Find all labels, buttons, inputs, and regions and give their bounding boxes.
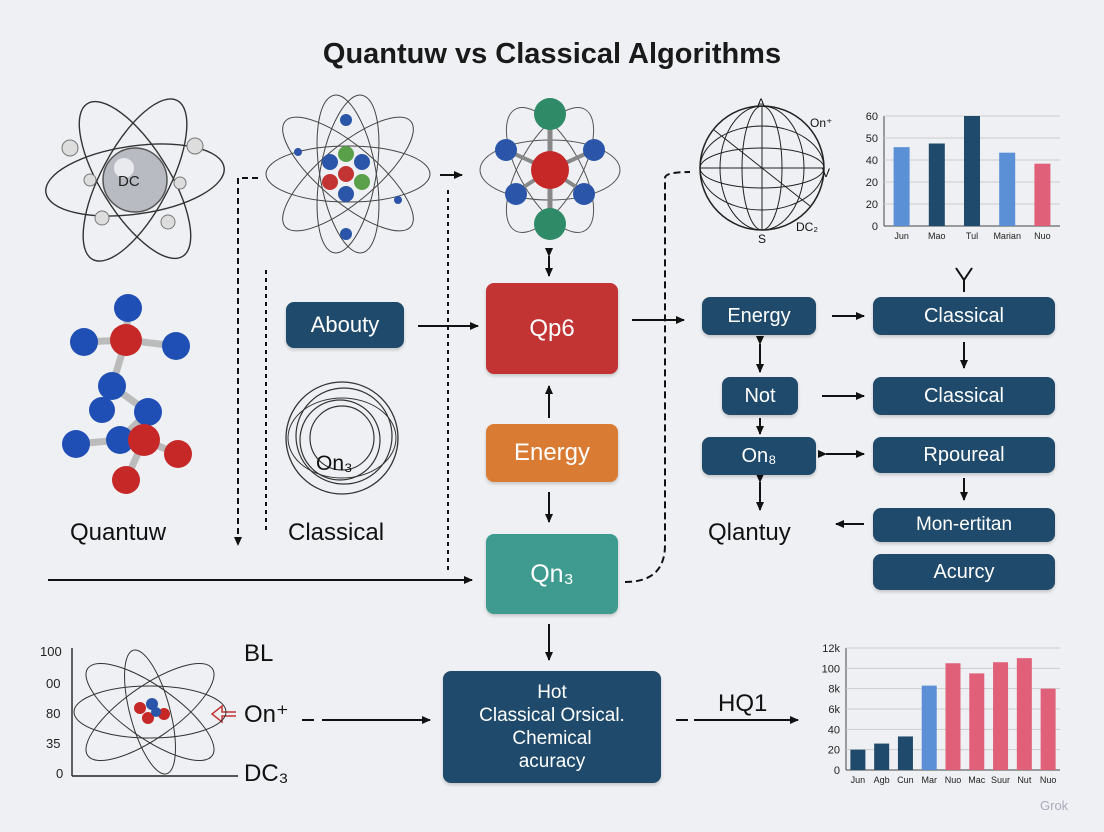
page-title: Quantuw vs Classical Algorithms <box>322 38 782 70</box>
bar <box>850 749 866 770</box>
dc3-label: DC₃ <box>244 760 289 787</box>
energy-box-right[interactable]: Energy <box>702 297 816 335</box>
x-tick-label: Cun <box>897 775 914 785</box>
bar <box>964 116 980 226</box>
hot-line-2: Classical Orsical. <box>479 705 625 726</box>
bar <box>893 147 910 226</box>
classical-box-1[interactable]: Classical <box>873 297 1055 335</box>
bar <box>993 662 1009 770</box>
y-tick-label: 60 <box>866 111 878 123</box>
y-tick-label: 20 <box>866 199 878 211</box>
hot-line-3: Chemical <box>512 728 592 749</box>
x-tick-label: Nuo <box>945 775 962 785</box>
sphere-label-s: S <box>758 232 767 246</box>
bar <box>945 663 961 770</box>
y-tick-label: 100 <box>822 663 840 675</box>
qp6-box[interactable]: Qp6 <box>486 283 618 374</box>
y-tick-label: 0 <box>834 765 840 777</box>
x-tick-label: Marian <box>993 231 1021 241</box>
qlantuy-label: Qlantuy <box>708 519 791 546</box>
hot-line-4: acuracy <box>518 751 586 772</box>
watermark: Grok <box>1040 798 1069 813</box>
x-tick-label: Suur <box>991 775 1010 785</box>
bar <box>969 673 985 770</box>
rpoureal-box[interactable]: Rpoureal <box>873 437 1055 473</box>
acurcy-box[interactable]: Acurcy <box>873 554 1055 590</box>
small-atom-plot <box>71 648 238 777</box>
mon-ertitan-box[interactable]: Mon-ertitan <box>873 508 1055 542</box>
quantuw-label: Quantuw <box>70 519 167 546</box>
energy-box-center[interactable]: Energy <box>486 424 618 482</box>
y-tick-label: 12k <box>822 643 840 655</box>
bl-tick-2: 80 <box>46 706 61 721</box>
y-tick-label: 40 <box>866 155 878 167</box>
x-tick-label: Mac <box>968 775 986 785</box>
sphere-label-on: On⁺ <box>810 116 833 130</box>
x-tick-label: Agb <box>874 775 890 785</box>
on-plus-label: On⁺ <box>244 701 289 728</box>
abouty-box[interactable]: Abouty <box>286 302 404 348</box>
y-tick-label: 20 <box>866 177 878 189</box>
sphere-label-dc2: DC₂ <box>796 220 818 234</box>
sphere-wireframe <box>699 105 825 231</box>
orbit-rings-illustration <box>285 381 399 495</box>
classical-label: Classical <box>288 519 385 546</box>
not-box[interactable]: Not <box>722 377 798 415</box>
classical-box-2[interactable]: Classical <box>873 377 1055 415</box>
y-tick-label: 20 <box>828 745 840 757</box>
bl-tick-4: 0 <box>56 766 64 781</box>
bar <box>999 152 1016 226</box>
atom-illustration-top-left: DC <box>45 98 225 262</box>
bar <box>897 736 913 770</box>
on3-label: On₃ <box>316 452 353 475</box>
y-tick-label: 40 <box>828 724 840 736</box>
bar <box>1034 163 1051 226</box>
bar <box>921 685 937 770</box>
hot-classical-box[interactable]: Hot Classical Orsical. Chemical acuracy <box>443 671 661 783</box>
bar <box>928 143 945 226</box>
bar <box>1040 688 1056 770</box>
bl-tick-3: 35 <box>46 736 61 751</box>
y-tick-label: 0 <box>872 221 878 233</box>
x-tick-label: Tul <box>966 231 978 241</box>
sphere-label-v: V <box>822 166 831 180</box>
x-tick-label: Jun <box>851 775 866 785</box>
x-tick-label: Nut <box>1017 775 1032 785</box>
x-tick-label: Mao <box>928 231 946 241</box>
y-tick-label: 8k <box>828 684 840 696</box>
y-tick-label: 6k <box>828 704 840 716</box>
molecule-illustration-top <box>479 98 621 240</box>
nucleus-atom-illustration <box>265 94 431 254</box>
bar <box>1016 658 1032 770</box>
y-tick-label: 50 <box>866 133 878 145</box>
x-tick-label: Nuo <box>1040 775 1057 785</box>
bl-tick-0: 100 <box>40 644 62 659</box>
hq1-label: HQ1 <box>718 690 768 717</box>
atom-text: DC <box>118 173 140 190</box>
bl-label: BL <box>244 640 274 667</box>
qn3-box[interactable]: Qn₃ <box>486 534 618 614</box>
hot-line-1: Hot <box>537 682 567 703</box>
x-tick-label: Nuo <box>1034 231 1051 241</box>
sphere-label-a: A <box>757 96 766 110</box>
bar <box>874 743 890 770</box>
on8-box[interactable]: On₈ <box>702 437 816 475</box>
x-tick-label: Mar <box>921 775 937 785</box>
ball-stick-molecule <box>62 294 192 494</box>
x-tick-label: Jun <box>894 231 909 241</box>
bl-tick-1: 00 <box>46 676 61 691</box>
